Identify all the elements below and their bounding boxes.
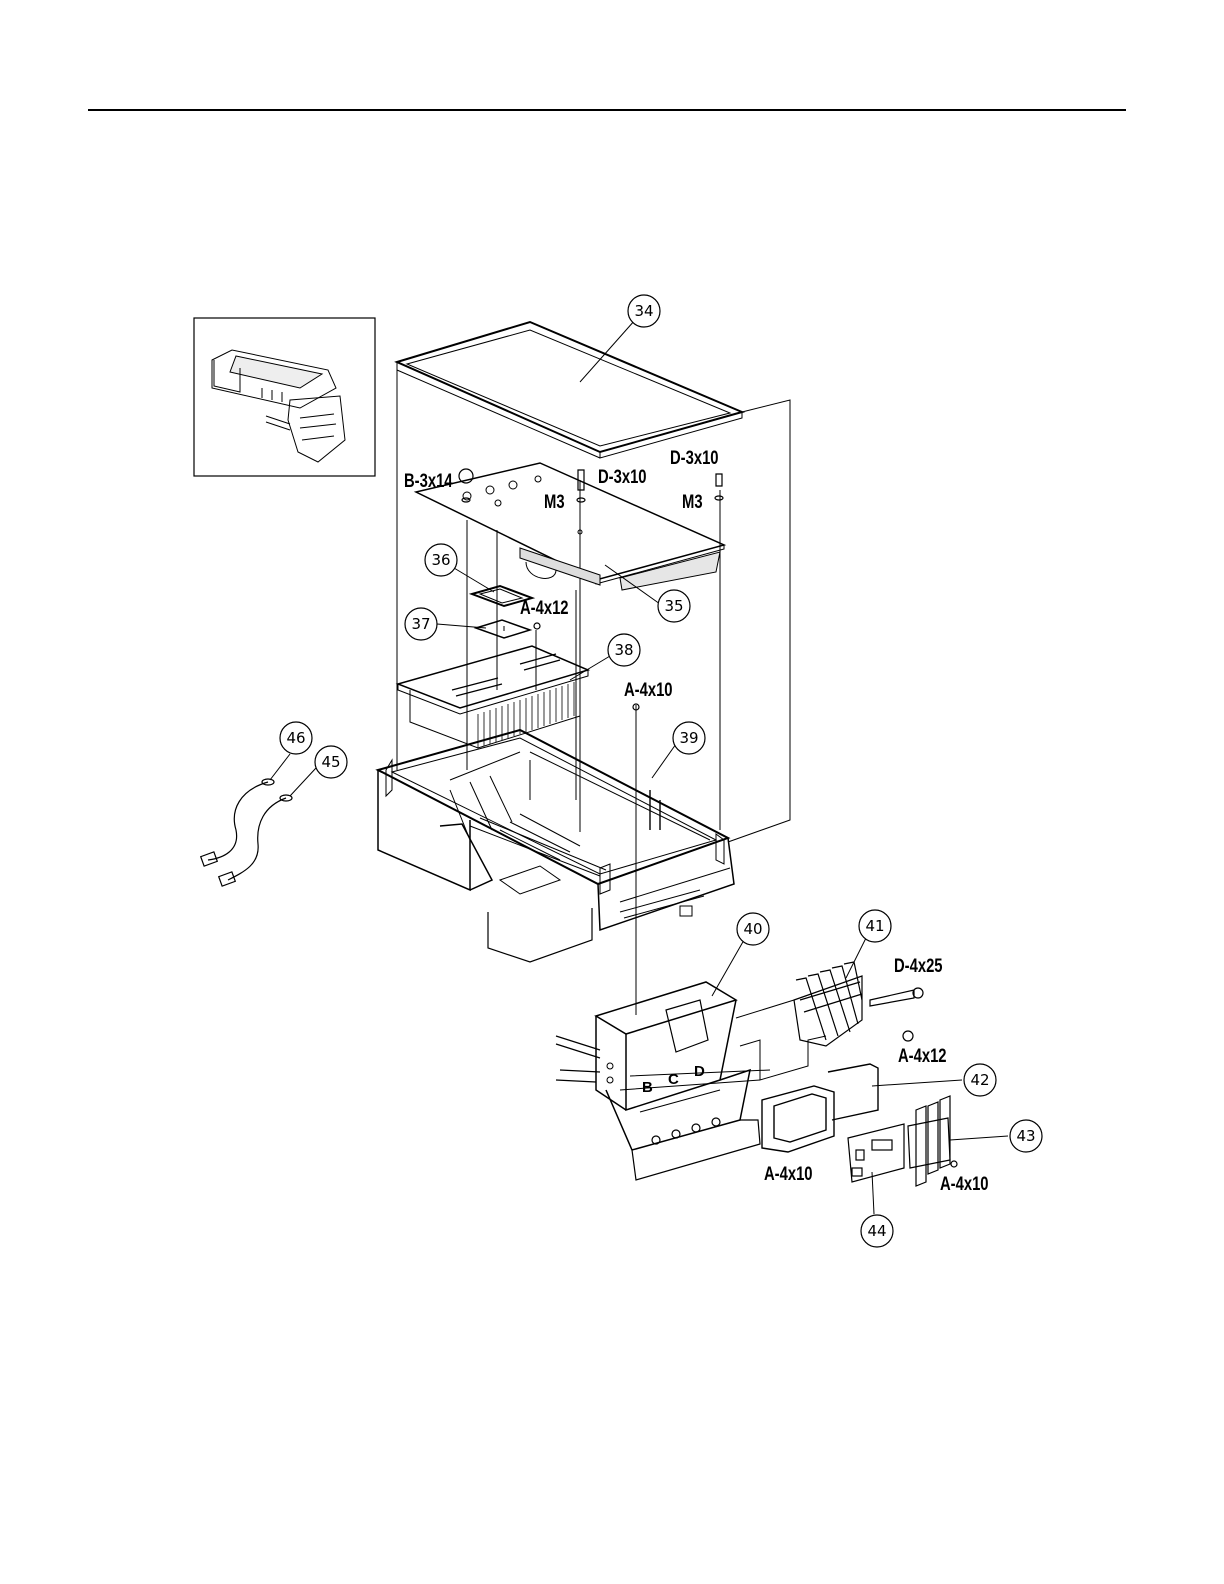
screw-d4x25-icon [870, 990, 914, 1006]
svg-text:46: 46 [286, 729, 305, 747]
callout-36: 36 [425, 544, 494, 592]
svg-text:38: 38 [614, 641, 633, 659]
panel-letter-d: D [694, 1063, 705, 1080]
label-a4x10-bottom-left: A-4x10 [764, 1163, 813, 1184]
label-a4x10-bottom-right: A-4x10 [940, 1173, 989, 1194]
svg-text:44: 44 [867, 1222, 886, 1240]
svg-text:40: 40 [743, 920, 762, 938]
inset-thumbnail [194, 318, 375, 476]
svg-text:42: 42 [970, 1071, 989, 1089]
callout-37: 37 [405, 608, 486, 640]
svg-text:39: 39 [679, 729, 698, 747]
assembly-guide-lines [397, 370, 790, 1015]
part-42-enclosure [762, 1064, 878, 1152]
callout-46: 46 [270, 722, 312, 780]
label-a4x12-right: A-4x12 [898, 1045, 947, 1066]
callout-42: 42 [872, 1064, 996, 1096]
label-d4x25: D-4x25 [894, 955, 943, 976]
svg-text:35: 35 [664, 597, 683, 615]
label-d3x10-right: D-3x10 [670, 447, 719, 468]
svg-text:37: 37 [411, 615, 430, 633]
label-a4x10-top: A-4x10 [624, 679, 673, 700]
callout-40: 40 [712, 913, 769, 996]
part-38-heatsink [398, 646, 588, 748]
screw-a4x10-bottom-right-icon [951, 1161, 957, 1167]
part-40-terminal-bracket [556, 982, 770, 1180]
label-m3-left: M3 [544, 491, 565, 512]
svg-text:45: 45 [321, 753, 340, 771]
label-b3x14: B-3x14 [404, 470, 453, 491]
part-45-46-cable [201, 779, 292, 886]
callout-39: 39 [652, 722, 705, 778]
panel-letter-b: B [642, 1079, 653, 1096]
callout-43: 43 [950, 1120, 1042, 1152]
label-a4x12-top: A-4x12 [520, 597, 569, 618]
screw-a4x12-right-icon [903, 1031, 913, 1041]
screw-d3x10-right-icon [716, 474, 722, 486]
callout-34: 34 [580, 295, 660, 382]
svg-text:36: 36 [431, 551, 450, 569]
label-m3-right: M3 [682, 491, 703, 512]
svg-text:34: 34 [634, 302, 653, 320]
svg-text:43: 43 [1016, 1127, 1035, 1145]
part-37-thermal-pad [476, 620, 530, 638]
label-d3x10-left: D-3x10 [598, 466, 647, 487]
part-41-terminal-block [794, 962, 862, 1046]
part-44-pcb [848, 1124, 904, 1182]
screw-a4x12-top-icon [534, 623, 540, 629]
svg-text:41: 41 [865, 917, 884, 935]
callout-44: 44 [861, 1172, 893, 1247]
panel-letters: B C D [642, 1063, 705, 1096]
panel-letter-c: C [668, 1071, 679, 1088]
part-34-top-cover [397, 322, 742, 458]
callout-41: 41 [846, 910, 891, 978]
part-39-chassis [378, 730, 734, 962]
